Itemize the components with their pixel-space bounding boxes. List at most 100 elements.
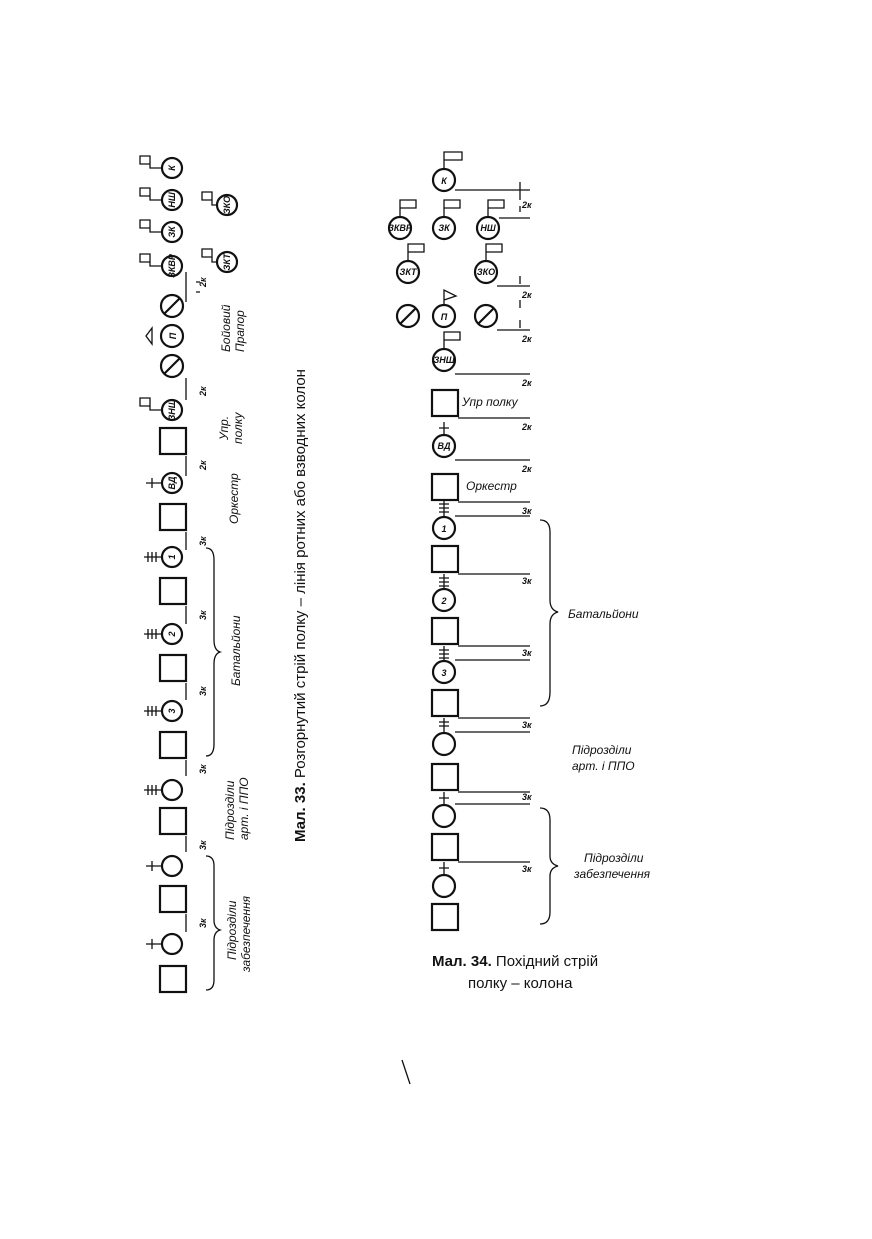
- svg-text:ЗК: ЗК: [438, 223, 451, 233]
- fig33-gap-2k-c: 2к: [198, 460, 208, 471]
- fig33-banner-group: П: [145, 293, 185, 379]
- fig34-battalion-2-num: 2: [440, 596, 446, 606]
- fig33-band-label: Оркестр: [227, 473, 241, 524]
- fig33-band-box: [158, 502, 188, 532]
- fig34-band-leader: ВД: [431, 422, 457, 459]
- fig34-battalion-1-num: 1: [441, 524, 446, 534]
- fig34-gap-3k-6: 3к: [522, 864, 532, 874]
- fig33-deputy-chief-staff: ЗНШ: [139, 397, 184, 422]
- svg-text:НШ: НШ: [480, 223, 495, 233]
- fig34-band-box: [430, 472, 460, 502]
- fig33-gap-3k-e: 3к: [198, 840, 208, 850]
- fig34-control-box: [430, 388, 460, 418]
- fig34-battalion-2: 2: [430, 574, 460, 646]
- fig34-gap-2k-1: 2к: [521, 200, 532, 210]
- fig33-support: [146, 854, 188, 994]
- fig33-battalion-3: 3: [144, 699, 188, 760]
- fig33-commander-label: К: [167, 164, 177, 171]
- fig34-battalions-label: Батальйони: [568, 607, 639, 621]
- fig33-battalions-label: Батальйони: [229, 615, 243, 686]
- fig33-znsh-label: ЗНШ: [167, 399, 177, 420]
- fig34-artillery: [430, 718, 460, 792]
- fig33-deputy-commander: ЗК: [139, 219, 184, 244]
- fig34-support: [430, 792, 460, 932]
- fig33-gap-3k-b: 3к: [198, 610, 208, 620]
- fig33-gap-2k-a: 2к: [198, 277, 208, 288]
- fig34-gap-3k-2: 3к: [522, 576, 532, 586]
- svg-text:ЗКО: ЗКО: [477, 267, 495, 277]
- fig34-vd-label: ВД: [438, 441, 451, 451]
- fig33-battalions-brace: [205, 547, 223, 757]
- fig33-deputy-education-label: ЗКВР: [167, 253, 177, 278]
- fig33-banner-label-1: Бойовий: [219, 304, 233, 352]
- fig33-gap-3k-c: 3к: [198, 686, 208, 696]
- fig34-gap-2k-4: 2к: [521, 378, 532, 388]
- fig34-gap-3k-4: 3к: [522, 720, 532, 730]
- fig34-command-row2: ЗКТ ЗКО: [395, 243, 503, 285]
- fig33-banner-label-2: Прапор: [233, 310, 247, 352]
- fig33-artillery-label-1: Підрозділи: [223, 780, 237, 840]
- fig34-caption-text1: Похідний стрій: [496, 953, 598, 970]
- fig33-chief-of-staff-label: НШ: [167, 192, 177, 207]
- fig34-commander-label: К: [441, 176, 448, 186]
- fig34-gap-2k-2: 2к: [521, 290, 532, 300]
- fig33-support-label-2: забезпечення: [239, 895, 253, 973]
- fig34-gap-3k-5: 3к: [522, 792, 532, 802]
- fig33-deputy-rear-label: ЗКТ: [222, 252, 232, 270]
- fig34-gap-2k-6: 2к: [521, 464, 532, 474]
- fig33-gap-3k-f: 3к: [198, 918, 208, 928]
- fig34-commander: К: [431, 151, 463, 193]
- fig33-deputy-armament: ЗКО: [201, 191, 239, 217]
- fig33-chief-of-staff: НШ: [139, 187, 184, 212]
- fig33-deputy-commander-label: ЗК: [167, 225, 177, 238]
- fig33-support-brace: [205, 855, 223, 991]
- fig34-caption-line2: полку – колона: [468, 975, 573, 992]
- fig34-battalion-1: 1: [430, 500, 460, 574]
- figure-34: К 2к ЗКВР ЗК НШ ЗКТ ЗКО 2к: [387, 151, 651, 992]
- fig33-band-leader: ВД: [146, 471, 184, 495]
- fig33-artillery: [144, 778, 188, 836]
- fig34-support-label-2: забезпечення: [573, 867, 651, 881]
- fig33-battalion-2-num: 2: [167, 631, 177, 637]
- fig33-deputy-armament-label: ЗКО: [222, 196, 232, 214]
- fig34-caption-num: Мал. 34.: [432, 953, 492, 970]
- fig33-commander: К: [139, 155, 184, 180]
- fig33-caption-num: Мал. 33.: [292, 782, 309, 842]
- fig34-gap-3k-3: 3к: [522, 648, 532, 658]
- fig34-gap-3k-1: 3к: [522, 506, 532, 516]
- fig34-battalion-3: 3: [430, 646, 460, 718]
- fig33-battalion-3-num: 3: [167, 708, 177, 713]
- fig34-gap-2k-5: 2к: [521, 422, 532, 432]
- fig33-control-label-2: полку: [231, 412, 245, 444]
- stray-mark: [401, 1059, 411, 1085]
- fig34-battalions-brace: [539, 519, 559, 707]
- fig33-gap-2k-b: 2к: [198, 386, 208, 397]
- fig34-command-row: ЗКВР ЗК НШ: [387, 199, 505, 241]
- fig33-caption-text: Розгорнутий стрій полку – лінія ротних а…: [292, 369, 309, 778]
- fig34-support-brace: [539, 807, 559, 925]
- fig34-battalion-3-num: 3: [441, 668, 446, 678]
- fig33-battalion-1: 1: [144, 545, 188, 606]
- fig34-artillery-label-2: арт. і ППО: [572, 759, 635, 773]
- fig33-banner-label: П: [168, 332, 178, 339]
- fig34-artillery-label-1: Підрозділи: [572, 743, 632, 757]
- fig34-znsh-label: ЗНШ: [433, 355, 454, 365]
- fig34-deputy-chief-staff: ЗНШ: [431, 331, 461, 373]
- fig33-vd-label: ВД: [167, 476, 177, 489]
- fig34-gap-2k-3: 2к: [521, 334, 532, 344]
- fig33-gap-3k-a: 3к: [198, 536, 208, 546]
- fig33-control-label-1: Упр.: [217, 416, 231, 441]
- fig34-control-label: Упр полку: [461, 395, 519, 409]
- fig33-support-label-1: Підрозділи: [225, 900, 239, 960]
- fig33-battalion-1-num: 1: [167, 554, 177, 559]
- fig33-battalion-2: 2: [144, 622, 188, 683]
- fig34-caption-line1: Мал. 34. Похідний стрій: [432, 953, 598, 970]
- fig34-banner-label: П: [441, 312, 448, 322]
- svg-text:ЗКВР: ЗКВР: [388, 223, 413, 233]
- fig34-support-label-1: Підрозділи: [584, 851, 644, 865]
- figure-33: К НШ ЗК ЗКВР ЗКО ЗКТ 2к: [139, 155, 309, 994]
- fig34-banner-group: П: [395, 288, 499, 329]
- fig33-deputy-education: ЗКВР: [139, 253, 184, 278]
- fig33-deputy-rear: ЗКТ: [201, 248, 239, 274]
